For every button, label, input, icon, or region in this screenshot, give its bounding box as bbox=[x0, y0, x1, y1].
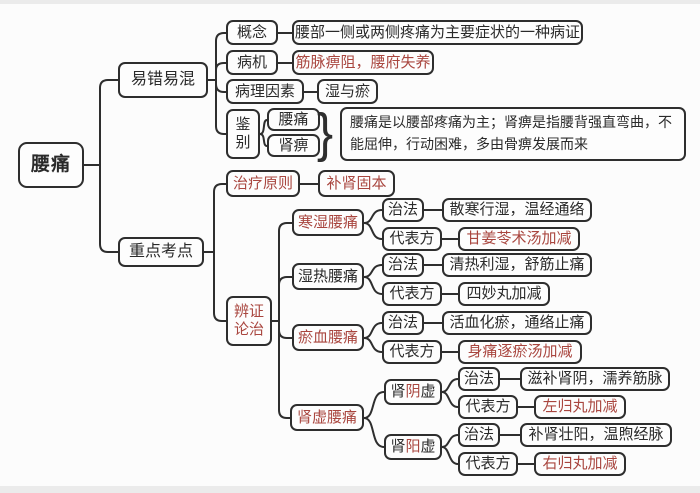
node-pathogenesis-value: 筋脉痹阻，腰府失养 bbox=[292, 50, 434, 75]
kidney-yin-key: 阴 bbox=[405, 383, 421, 401]
node-formula-label-5: 代表方 bbox=[458, 452, 518, 476]
bottom-edge-band bbox=[0, 486, 700, 493]
node-method-value-5: 补肾壮阳，温煦经脉 bbox=[520, 423, 672, 447]
kidney-yin-post: 虚 bbox=[420, 383, 436, 401]
node-type-hanshi: 寒湿腰痛 bbox=[292, 209, 364, 236]
node-diff-note: 腰痛是以腰部疼痛为主；肾痹是指腰背强直弯曲，不能屈伸，行动困难，多由骨痹发展而来 bbox=[340, 107, 686, 161]
node-formula-label-2: 代表方 bbox=[382, 282, 442, 306]
node-kidney-yin: 肾阴虚 bbox=[384, 379, 442, 405]
node-method-label-2: 治法 bbox=[382, 253, 424, 277]
node-method-value-2: 清热利湿，舒筋止痛 bbox=[442, 253, 592, 277]
kidney-yang-pre: 肾 bbox=[390, 438, 406, 456]
node-method-label-5: 治法 bbox=[458, 423, 500, 447]
node-concept-label: 概念 bbox=[226, 20, 278, 45]
diff-brace-glyph: } bbox=[316, 103, 334, 163]
kidney-yang-key: 阳 bbox=[405, 438, 421, 456]
node-pathogenesis-label: 病机 bbox=[226, 50, 278, 75]
node-formula-label-1: 代表方 bbox=[382, 227, 442, 251]
top-edge-band bbox=[0, 0, 700, 4]
node-formula-value-4: 左归丸加减 bbox=[534, 395, 626, 419]
node-key-points: 重点考点 bbox=[118, 237, 204, 267]
node-method-label-3: 治法 bbox=[382, 311, 424, 335]
node-method-value-4: 滋补肾阴，濡养筋脉 bbox=[520, 367, 670, 391]
node-type-shire: 湿热腰痛 bbox=[292, 263, 364, 290]
node-formula-label-4: 代表方 bbox=[458, 395, 518, 419]
node-type-yuxue: 瘀血腰痛 bbox=[292, 324, 364, 351]
node-method-label-4: 治法 bbox=[458, 367, 500, 391]
node-principle-value: 补肾固本 bbox=[318, 170, 395, 197]
node-diff-item-shenbi: 肾痹 bbox=[267, 134, 320, 157]
node-root-yaotong: 腰痛 bbox=[18, 142, 84, 188]
node-method-label-1: 治法 bbox=[382, 198, 424, 222]
node-factor-value: 湿与瘀 bbox=[317, 79, 378, 104]
node-formula-value-3: 身痛逐瘀汤加减 bbox=[458, 340, 582, 364]
kidney-yin-pre: 肾 bbox=[390, 383, 406, 401]
node-concept-value: 腰部一侧或两侧疼痛为主要症状的一种病证 bbox=[292, 20, 583, 45]
node-formula-label-3: 代表方 bbox=[382, 340, 442, 364]
node-method-value-3: 活血化瘀，通络止痛 bbox=[442, 311, 592, 335]
node-differentiation-label: 辨证论治 bbox=[226, 296, 272, 346]
node-diff-label: 鉴别 bbox=[226, 109, 260, 159]
node-formula-value-5: 右归丸加减 bbox=[534, 452, 626, 476]
kidney-yang-post: 虚 bbox=[420, 438, 436, 456]
node-formula-value-2: 四妙丸加减 bbox=[458, 282, 550, 306]
node-factor-label: 病理因素 bbox=[226, 79, 304, 104]
node-principle-label: 治疗原则 bbox=[226, 170, 300, 197]
node-method-value-1: 散寒行湿，温经通络 bbox=[442, 198, 592, 222]
node-formula-value-1: 甘姜苓术汤加减 bbox=[458, 227, 580, 251]
node-diff-item-yaotong: 腰痛 bbox=[267, 108, 320, 131]
node-confusable: 易错易混 bbox=[118, 62, 208, 98]
node-kidney-yang: 肾阳虚 bbox=[384, 434, 442, 460]
node-type-shenxu: 肾虚腰痛 bbox=[290, 404, 364, 431]
